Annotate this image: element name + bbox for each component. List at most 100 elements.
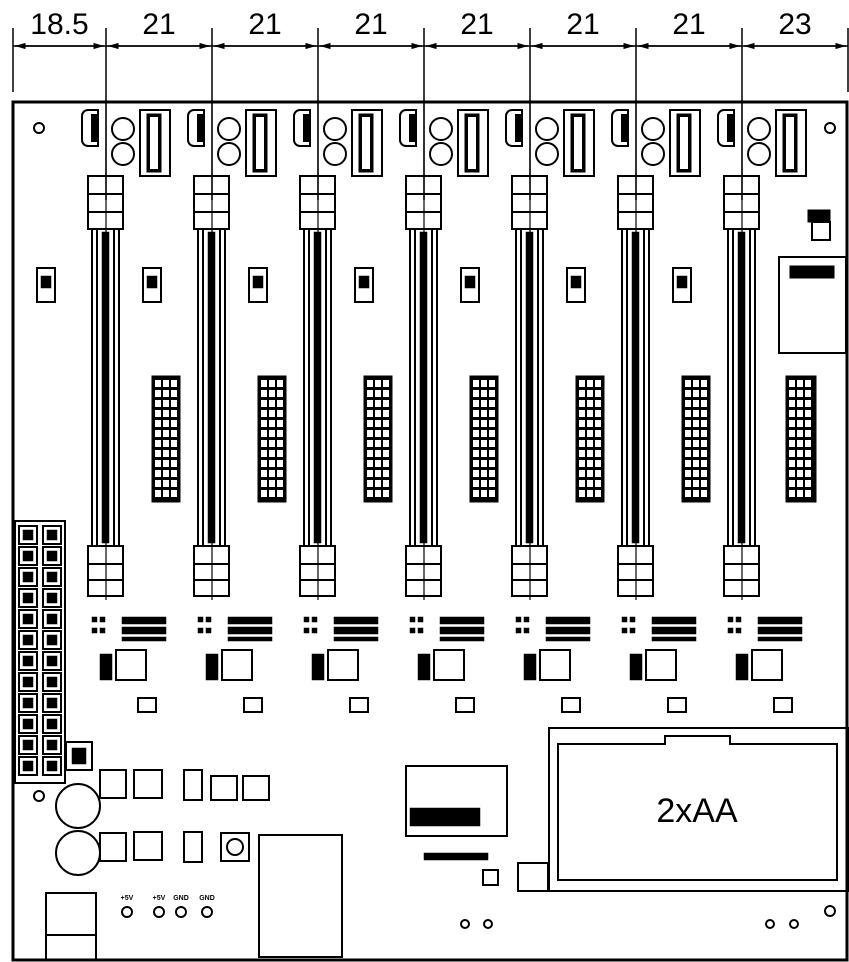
- pin: [587, 440, 593, 447]
- smd-pad: [417, 627, 424, 634]
- pin: [375, 440, 381, 447]
- smd-pad: [629, 616, 636, 623]
- jst-connector: [566, 267, 586, 303]
- pin: [587, 450, 593, 457]
- pin: [481, 480, 487, 487]
- pin: [383, 380, 389, 387]
- pin: [701, 380, 707, 387]
- smd-resistor-array: [545, 616, 591, 625]
- smd-pad: [621, 616, 628, 623]
- usb-connector: [293, 109, 311, 147]
- pin: [797, 490, 803, 497]
- pin: [797, 380, 803, 387]
- pin: [155, 390, 161, 397]
- pin: [789, 430, 795, 437]
- usb-connector: [81, 109, 99, 147]
- pin: [383, 460, 389, 467]
- pin: [595, 410, 601, 417]
- capacitor: [217, 142, 241, 166]
- pin: [693, 460, 699, 467]
- pin: [701, 460, 707, 467]
- pin: [269, 470, 275, 477]
- smd-pad: [205, 627, 212, 634]
- pin: [797, 470, 803, 477]
- usb-slot: [197, 114, 203, 142]
- header-block: [775, 109, 807, 177]
- led-package: [482, 869, 499, 886]
- usb-slot: [409, 114, 415, 142]
- pin: [693, 440, 699, 447]
- pin: [277, 450, 283, 457]
- pin: [163, 450, 169, 457]
- pin: [595, 430, 601, 437]
- pin: [797, 480, 803, 487]
- pin: [375, 460, 381, 467]
- pin: [797, 390, 803, 397]
- relay-slot: [789, 265, 835, 279]
- atx-header: [14, 520, 66, 784]
- pin: [277, 480, 283, 487]
- pin: [587, 410, 593, 417]
- atx-pin-inner: [22, 529, 34, 541]
- pin: [797, 410, 803, 417]
- pin: [277, 430, 283, 437]
- atx-pin: [18, 588, 38, 608]
- header-block: [457, 109, 489, 177]
- pin: [367, 450, 373, 457]
- pin: [789, 450, 795, 457]
- smd-resistor-array: [227, 626, 273, 635]
- pin: [473, 460, 479, 467]
- smd-pad: [205, 616, 212, 623]
- slot-column: [36, 100, 181, 713]
- smd-resistor-array: [651, 616, 697, 625]
- pin: [789, 420, 795, 427]
- ic-small: [99, 769, 127, 799]
- pin: [277, 380, 283, 387]
- pin: [269, 430, 275, 437]
- pin: [805, 420, 811, 427]
- atx-pin: [42, 651, 62, 671]
- pin: [383, 430, 389, 437]
- mount-hole-small: [483, 919, 493, 929]
- pin: [383, 470, 389, 477]
- usb-connector: [399, 109, 417, 147]
- usb-connector: [505, 109, 523, 147]
- pin: [693, 490, 699, 497]
- ic-package: [645, 649, 677, 681]
- mount-hole: [824, 122, 836, 134]
- pin: [693, 470, 699, 477]
- smd-pad: [91, 616, 98, 623]
- pin: [579, 430, 585, 437]
- ic-package: [115, 649, 147, 681]
- pin: [587, 380, 593, 387]
- usb-slot: [621, 114, 627, 142]
- atx-pin: [18, 567, 38, 587]
- header-block-slot: [786, 117, 794, 169]
- pin: [277, 470, 283, 477]
- pin: [587, 490, 593, 497]
- atx-pin-inner: [22, 697, 34, 709]
- small-switch: [807, 209, 831, 223]
- atx-pin: [42, 525, 62, 545]
- jst-pins: [676, 275, 688, 289]
- jst-pins: [570, 275, 582, 289]
- mount-hole-small: [789, 919, 799, 929]
- atx-pin: [18, 546, 38, 566]
- pin: [375, 400, 381, 407]
- ic-small: [99, 832, 127, 862]
- pin: [163, 400, 169, 407]
- pin: [269, 490, 275, 497]
- atx-pin-inner: [46, 613, 58, 625]
- pin: [587, 400, 593, 407]
- pin: [383, 410, 389, 417]
- pin: [701, 400, 707, 407]
- pin: [685, 460, 691, 467]
- fuse: [183, 769, 203, 801]
- pin: [489, 470, 495, 477]
- pin: [277, 440, 283, 447]
- pin: [155, 420, 161, 427]
- pin: [383, 490, 389, 497]
- pin: [261, 400, 267, 407]
- pin: [163, 480, 169, 487]
- smd-resistor-array: [121, 636, 167, 642]
